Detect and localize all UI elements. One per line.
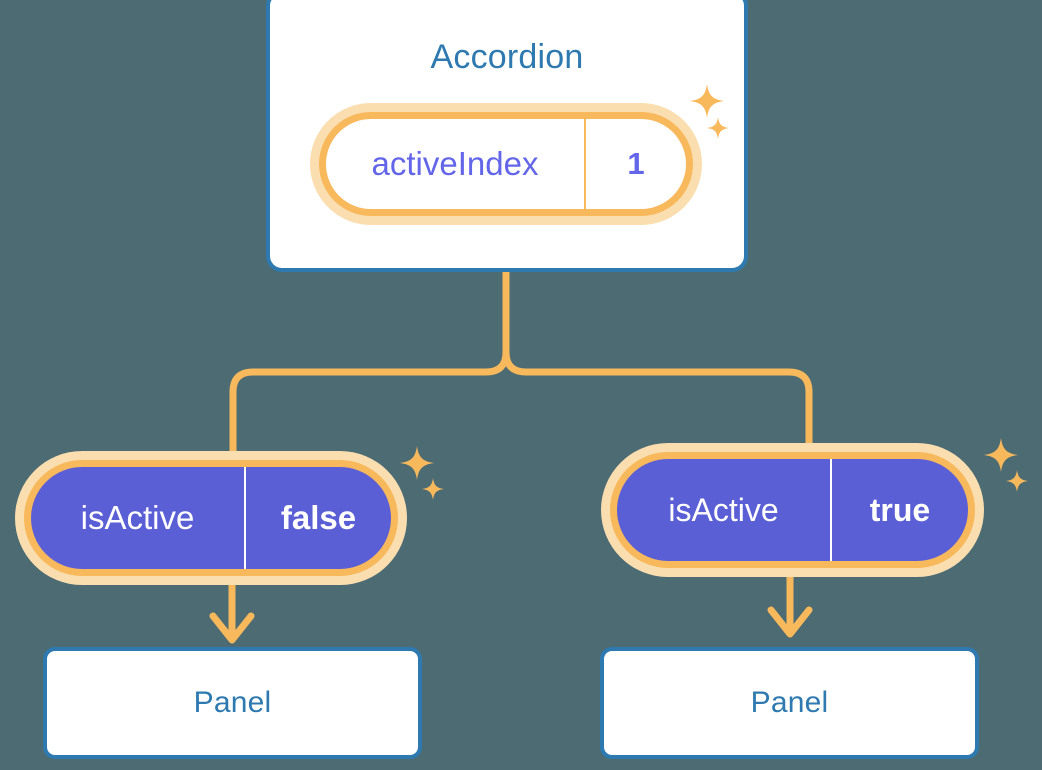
- accordion-title: Accordion: [430, 38, 584, 76]
- prop-value-label: true: [830, 459, 968, 561]
- state-pill-active-index[interactable]: activeIndex 1: [319, 112, 693, 216]
- connector-root-to-left: [229, 268, 510, 456]
- prop-key-label: isActive: [80, 499, 195, 536]
- prop-key-label: isActive: [668, 491, 779, 528]
- panel-component-card-left[interactable]: Panel: [43, 647, 422, 759]
- sparkle-icon: [422, 478, 444, 500]
- prop-value-label: false: [244, 467, 391, 569]
- connector-root-to-right: [502, 268, 813, 448]
- prop-pill-is-active-false[interactable]: isActive false: [24, 460, 398, 576]
- prop-pill-is-active-true[interactable]: isActive true: [610, 452, 975, 568]
- panel-component-card-right[interactable]: Panel: [600, 647, 979, 759]
- state-value-label: 1: [584, 119, 686, 209]
- sparkle-icon: [400, 446, 434, 480]
- sparkle-icon: [984, 438, 1018, 472]
- sparkle-icon: [1006, 470, 1028, 492]
- arrow-down-icon-left: [209, 578, 255, 644]
- panel-title: Panel: [193, 686, 272, 719]
- state-key-label: activeIndex: [371, 145, 539, 182]
- panel-title: Panel: [750, 686, 829, 719]
- arrow-down-icon-right: [767, 570, 813, 638]
